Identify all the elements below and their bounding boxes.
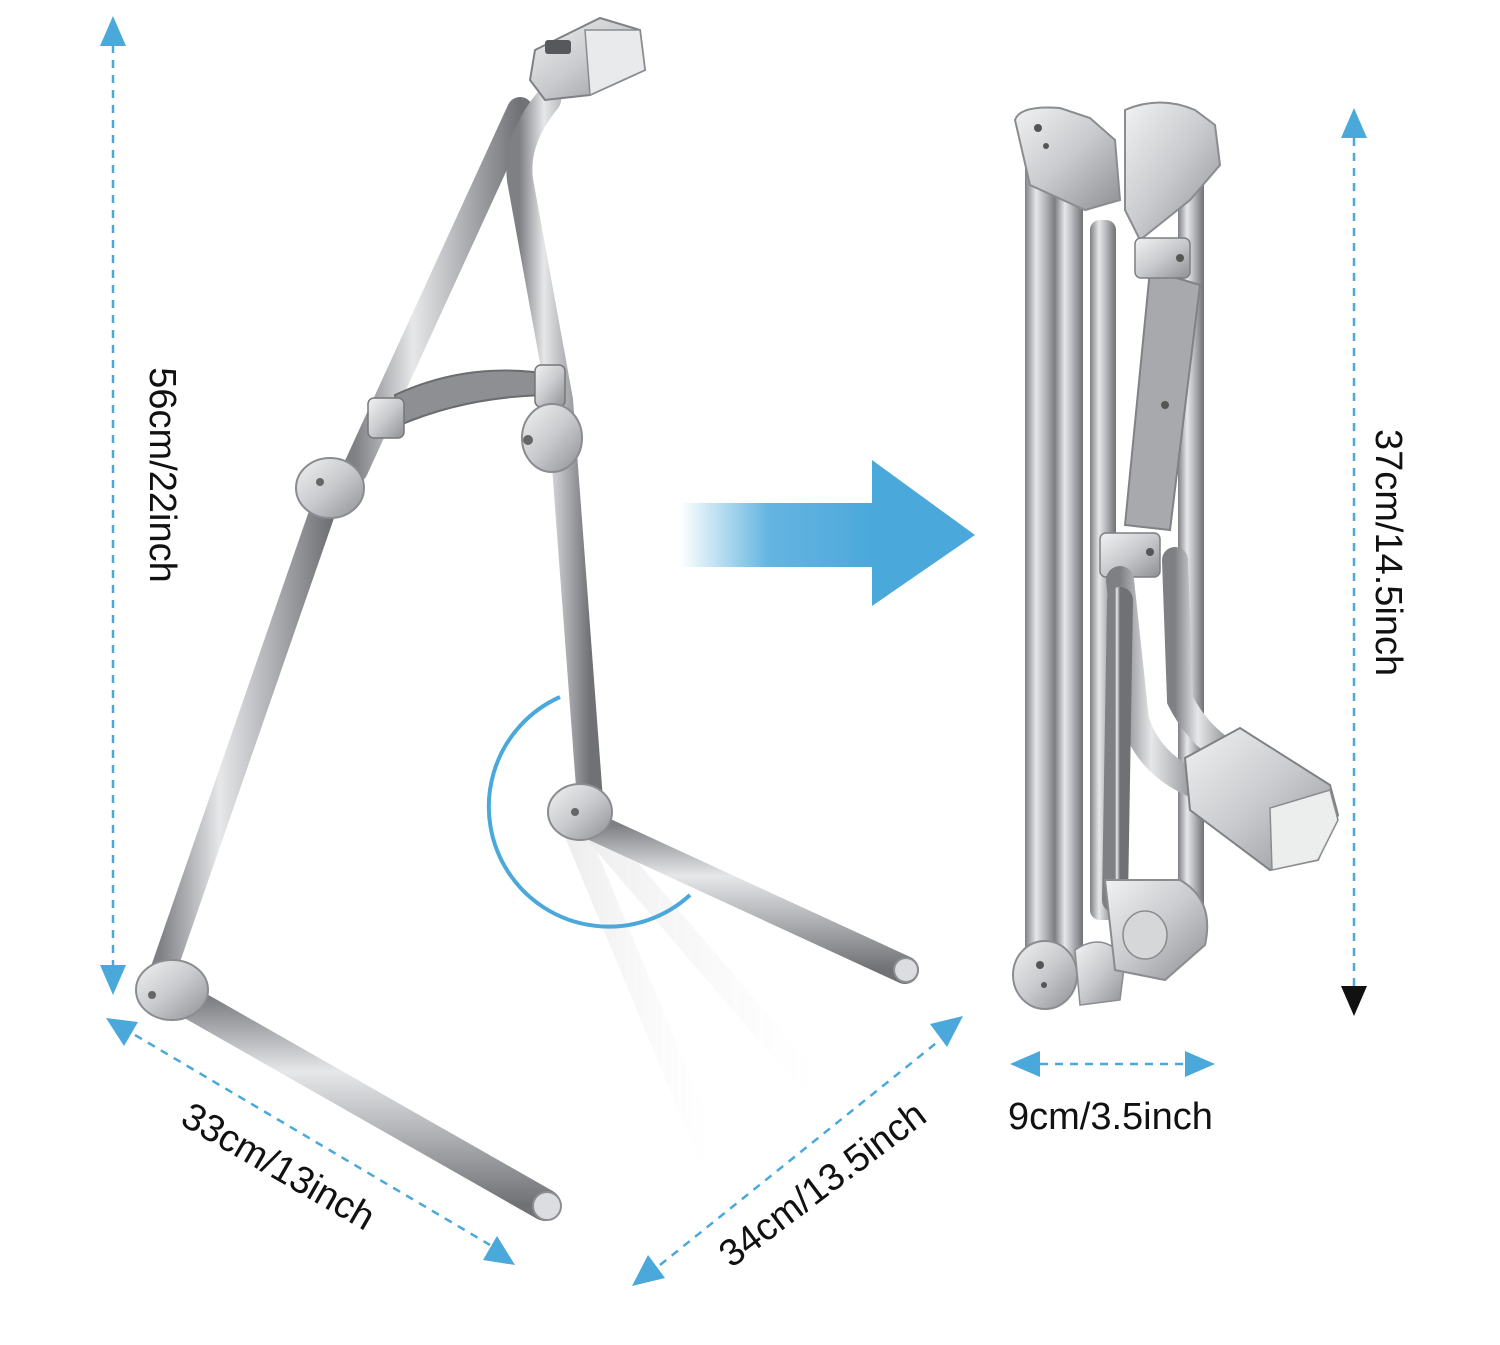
base-back-tube [576,811,919,984]
dimension-folded-width [1010,1051,1215,1077]
folded-top-joint-right [1124,101,1222,279]
open-height-label: 56cm/22inch [141,367,183,583]
arrow-right-icon [680,460,975,606]
folded-bottom-joint-right [1103,879,1209,982]
folded-width-label: 9cm/3.5inch [1008,1096,1213,1138]
open-stand [135,16,919,1221]
folded-stand [1012,101,1340,1010]
joint-lower-left [135,959,209,1021]
folded-clamp-head [1183,726,1340,872]
dimension-base-depth [632,1016,963,1286]
folded-height-label: 37cm/14.5inch [1367,429,1409,677]
joint-lower-right [547,783,613,841]
base-front-tube [169,984,561,1221]
dimension-folded-height [1341,108,1367,1016]
folded-bottom-joint-left [1012,940,1126,1010]
folded-top-joint-left [1013,106,1122,212]
left-leg-tube [147,477,343,993]
joint-upper-right [521,403,583,473]
dimension-base-width [106,1018,515,1265]
top-clamp-head [528,16,647,102]
dimension-open-height [100,16,126,995]
joint-upper-left [295,457,365,519]
rear-arm-tube [506,87,603,813]
ghost-leg-motion [563,813,827,1172]
pivot-highlight-arc [486,695,692,929]
